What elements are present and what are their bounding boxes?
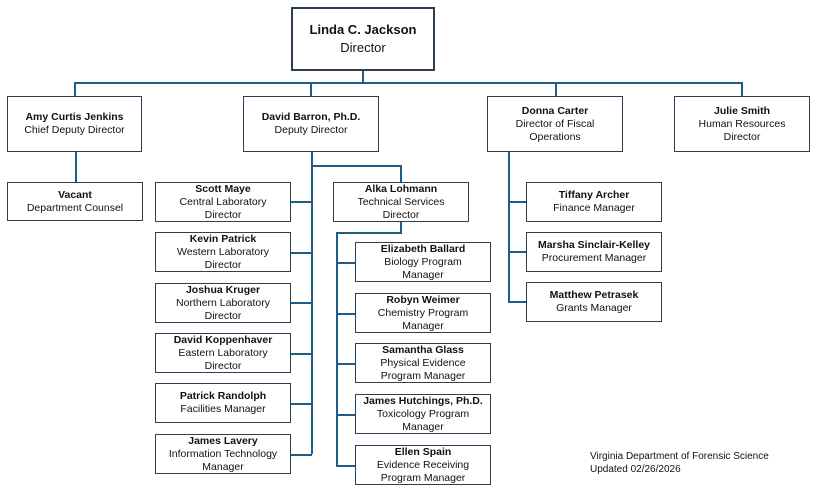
box-title: Eastern Laboratory Director	[178, 346, 268, 372]
hr-director-box: Julie Smith Human Resources Director	[674, 96, 810, 152]
box-title: Procurement Manager	[541, 252, 647, 264]
connector	[291, 302, 312, 304]
director-name: Linda C. Jackson	[309, 22, 417, 37]
fiscal-report-box: Matthew Petrasek Grants Manager	[526, 282, 662, 322]
connector	[291, 201, 312, 203]
box-title: Chemistry Program Manager	[377, 306, 469, 332]
connector	[291, 252, 312, 254]
deputy-report-box: James Lavery Information Technology Mana…	[155, 434, 291, 474]
deputy-report-box: Kevin Patrick Western Laboratory Directo…	[155, 232, 291, 272]
deputy-director-box: David Barron, Ph.D. Deputy Director	[243, 96, 379, 152]
deputy-report-box: Scott Maye Central Laboratory Director	[155, 182, 291, 222]
box-name: Kevin Patrick	[189, 232, 257, 245]
box-title: Information Technology Manager	[168, 447, 278, 473]
box-name: Donna Carter	[521, 104, 589, 117]
box-title: Biology Program Manager	[384, 255, 462, 281]
box-name: Matthew Petrasek	[549, 289, 639, 301]
connector	[362, 71, 364, 83]
deputy-report-box: David Koppenhaver Eastern Laboratory Dir…	[155, 333, 291, 373]
box-title: Physical Evidence Program Manager	[380, 356, 466, 382]
connector	[291, 353, 312, 355]
director-box: Linda C. Jackson Director	[291, 7, 435, 71]
connector	[336, 414, 356, 416]
deputy-report-box: Patrick Randolph Facilities Manager	[155, 383, 291, 423]
box-title: Human Resources Director	[698, 117, 786, 143]
box-name: Alka Lohmann	[364, 182, 438, 195]
box-title: Director of Fiscal Operations	[515, 117, 595, 143]
connector	[74, 82, 76, 96]
connector	[291, 454, 312, 456]
box-title: Facilities Manager	[180, 403, 266, 415]
connector	[508, 201, 527, 203]
box-name: David Barron, Ph.D.	[261, 111, 361, 123]
connector	[336, 465, 356, 467]
footer-updated: Updated 02/26/2026	[590, 464, 681, 475]
connector	[311, 151, 313, 454]
box-name: Julie Smith	[713, 104, 770, 117]
box-name: Patrick Randolph	[179, 390, 267, 402]
counsel-box: Vacant Department Counsel	[7, 182, 143, 221]
box-name: Vacant	[58, 188, 92, 201]
connector	[336, 313, 356, 315]
box-title: Central Laboratory Director	[179, 195, 267, 221]
technical-report-box: Samantha Glass Physical Evidence Program…	[355, 343, 491, 383]
box-name: David Koppenhaver	[173, 333, 273, 346]
chief-deputy-box: Amy Curtis Jenkins Chief Deputy Director	[7, 96, 142, 152]
box-title: Western Laboratory Director	[176, 245, 270, 271]
connector	[74, 82, 742, 84]
fiscal-report-box: Tiffany Archer Finance Manager	[526, 182, 662, 222]
connector	[336, 262, 356, 264]
box-name: Joshua Kruger	[185, 283, 261, 296]
connector	[75, 151, 77, 182]
box-title: Northern Laboratory Director	[176, 296, 270, 322]
box-name: James Lavery	[188, 434, 258, 447]
connector	[400, 165, 402, 182]
box-title: Technical Services Director	[357, 195, 445, 221]
box-name: James Hutchings, Ph.D.	[363, 394, 483, 407]
box-name: Marsha Sinclair-Kelley	[537, 239, 651, 251]
box-name: Elizabeth Ballard	[380, 242, 466, 255]
box-name: Amy Curtis Jenkins	[25, 111, 124, 123]
fiscal-report-box: Marsha Sinclair-Kelley Procurement Manag…	[526, 232, 662, 272]
fiscal-director-box: Donna Carter Director of Fiscal Operatio…	[487, 96, 623, 152]
box-title: Deputy Director	[274, 124, 348, 136]
footer-note: Virginia Department of Forensic Science …	[590, 450, 769, 476]
connector	[508, 151, 510, 302]
connector	[310, 82, 312, 96]
connector	[508, 251, 527, 253]
box-title: Finance Manager	[553, 202, 635, 214]
deputy-report-box: Joshua Kruger Northern Laboratory Direct…	[155, 283, 291, 323]
box-name: Robyn Weimer	[386, 293, 460, 306]
technical-report-box: Robyn Weimer Chemistry Program Manager	[355, 293, 491, 333]
connector	[336, 363, 356, 365]
box-title: Toxicology Program Manager	[376, 407, 470, 433]
technical-report-box: Elizabeth Ballard Biology Program Manage…	[355, 242, 491, 282]
connector	[555, 82, 557, 96]
connector	[336, 232, 338, 466]
connector	[291, 403, 312, 405]
technical-report-box: James Hutchings, Ph.D. Toxicology Progra…	[355, 394, 491, 434]
box-name: Ellen Spain	[394, 445, 452, 458]
box-title: Grants Manager	[556, 302, 632, 314]
technical-services-box: Alka Lohmann Technical Services Director	[333, 182, 469, 222]
box-name: Samantha Glass	[382, 343, 464, 356]
connector	[741, 82, 743, 96]
box-title: Evidence Receiving Program Manager	[376, 458, 470, 484]
footer-agency: Virginia Department of Forensic Science	[590, 451, 769, 462]
box-title: Department Counsel	[26, 201, 124, 214]
connector	[336, 232, 402, 234]
technical-report-box: Ellen Spain Evidence Receiving Program M…	[355, 445, 491, 485]
director-title: Director	[340, 40, 386, 55]
box-name: Scott Maye	[195, 182, 251, 195]
box-name: Tiffany Archer	[558, 189, 630, 201]
connector	[311, 165, 402, 167]
connector	[508, 301, 527, 303]
box-title: Chief Deputy Director	[24, 124, 125, 136]
connector	[400, 221, 402, 233]
